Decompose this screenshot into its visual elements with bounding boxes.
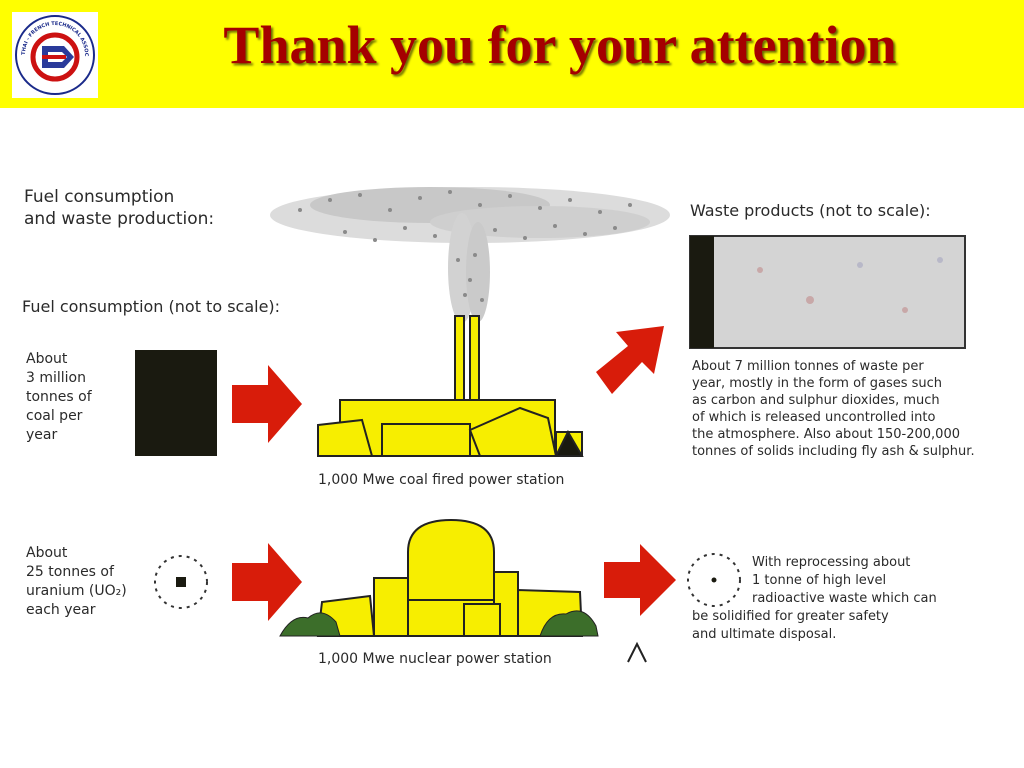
text-line: year xyxy=(26,427,58,443)
nuclear-waste-symbol xyxy=(687,553,741,607)
text-line: With reprocessing about xyxy=(752,555,911,570)
text-line: 3 million xyxy=(26,370,86,386)
text-line: the atmosphere. Also about 150-200,000 xyxy=(692,427,960,442)
text-line: radioactive waste which can xyxy=(752,591,937,606)
text-line: coal per xyxy=(26,408,83,424)
text-line: be solidified for greater safety xyxy=(692,609,889,624)
fuel-waste-diagram: 1,000 Mwe coal fired power station xyxy=(0,108,1024,768)
text-line: 1 tonne of high level xyxy=(752,573,887,588)
left-tree-cluster xyxy=(279,612,341,637)
diagram-graphics: 1,000 Mwe coal fired power station xyxy=(135,187,966,667)
text-line: About 7 million tonnes of waste per xyxy=(692,359,924,374)
text-line: and ultimate disposal. xyxy=(692,627,837,642)
coal-fuel-text: About 3 million tonnes of coal per year xyxy=(26,350,92,445)
coal-block xyxy=(135,350,217,456)
association-logo: THAI - FRENCH TECHNICAL ASSOCIATION xyxy=(12,12,98,98)
right-tree-cluster xyxy=(539,610,599,637)
nuclear-waste-arrow xyxy=(604,544,676,616)
page-title: Thank you for your attention xyxy=(223,15,897,75)
waste-products-label: Waste products (not to scale): xyxy=(690,201,931,220)
diagram-heading: Fuel consumption and waste production: xyxy=(24,186,214,230)
coal-waste-arrow xyxy=(596,326,664,394)
smoke-cloud xyxy=(270,187,670,323)
fuel-consumption-label: Fuel consumption (not to scale): xyxy=(22,297,281,316)
text-line: each year xyxy=(26,602,96,618)
nuclear-waste-text: With reprocessing about 1 tonne of high … xyxy=(752,554,937,608)
coal-power-station xyxy=(317,315,584,457)
text-line: tonnes of solids including fly ash & sul… xyxy=(692,444,975,459)
nuclear-power-station xyxy=(316,518,584,637)
text-line: tonnes of xyxy=(26,389,92,405)
nuclear-station-caption: 1,000 Mwe nuclear power station xyxy=(318,651,552,667)
text-line: year, mostly in the form of gases such xyxy=(692,376,943,391)
text-line: as carbon and sulphur dioxides, much xyxy=(692,393,940,408)
text-line: of which is released uncontrolled into xyxy=(692,410,936,425)
nuclear-waste-text-continued: be solidified for greater safety and ult… xyxy=(692,608,889,644)
heading-line: and waste production: xyxy=(24,209,215,229)
nuclear-input-arrow xyxy=(232,543,302,621)
coal-station-caption: 1,000 Mwe coal fired power station xyxy=(318,472,564,488)
heading-line: Fuel consumption xyxy=(24,187,175,207)
uranium-pellet xyxy=(154,555,208,609)
nuclear-fuel-text: About 25 tonnes of uranium (UO₂) each ye… xyxy=(26,544,127,620)
text-line: About xyxy=(26,351,68,367)
coal-waste-box xyxy=(689,235,966,349)
text-line: uranium (UO₂) xyxy=(26,583,127,599)
coal-waste-text: About 7 million tonnes of waste per year… xyxy=(692,358,975,460)
text-line: 25 tonnes of xyxy=(26,564,114,580)
text-line: About xyxy=(26,545,68,561)
coal-input-arrow xyxy=(232,365,302,443)
caret-mark xyxy=(627,641,647,663)
title-banner: THAI - FRENCH TECHNICAL ASSOCIATION Than… xyxy=(0,0,1024,108)
